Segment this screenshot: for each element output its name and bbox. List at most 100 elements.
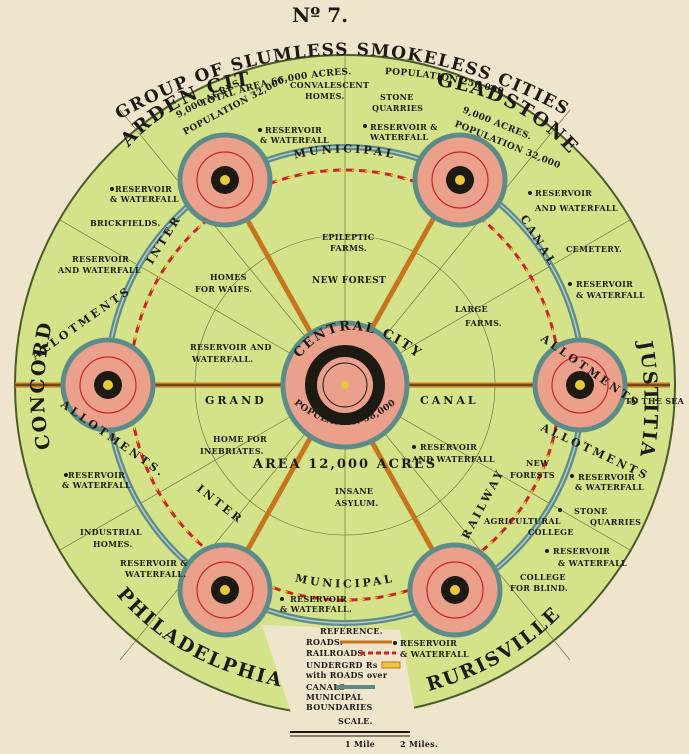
plate-number: Nº 7. <box>292 3 348 27</box>
legend-underground-swatch <box>381 661 401 669</box>
svg-text:RESERVOIR &WATERFALL: RESERVOIR &WATERFALL <box>369 122 438 142</box>
label-rw3-2: & WATERFALL <box>110 194 179 204</box>
label-rw6-2: & WATERFALL <box>576 290 645 300</box>
legend-underground-1: UNDERGRD Rs <box>306 660 378 670</box>
label-rw14-1: RESERVOIR <box>400 638 457 648</box>
label-rw12-2: & WATERFALL. <box>280 604 352 614</box>
label-rw10-2: & WATERFALL <box>575 482 644 492</box>
label-rw9-2: & WATERFALL <box>62 480 131 490</box>
canal-municipal-top: MUNICIPAL <box>293 142 398 161</box>
city-gladstone <box>412 132 508 228</box>
label-cemetery: CEMETERY. <box>566 244 622 254</box>
canal-municipal-bottom: MUNICIPAL <box>294 571 396 590</box>
label-epileptic-1: EPILEPTIC <box>322 232 374 242</box>
svg-text:RESERVOIR& WATERFALL: RESERVOIR& WATERFALL <box>576 279 645 300</box>
label-rw8-1: RESERVOIR <box>420 442 477 452</box>
svg-text:RESERVOIR& WATERFALL.: RESERVOIR& WATERFALL. <box>280 594 352 614</box>
legend-canals: CANALS <box>306 682 345 692</box>
label-inebriates-2: INEBRIATES. <box>200 446 264 456</box>
label-asylum-2: ASYLUM. <box>334 498 379 508</box>
label-rw6-1: RESERVOIR <box>576 279 633 289</box>
label-blind-1: COLLEGE <box>520 572 566 582</box>
label-rw14-2: & WATERFALL <box>400 649 469 659</box>
legend-railroads: RAILROADS. <box>306 648 366 658</box>
legend-scale: SCALE. <box>338 716 373 726</box>
label-rw9-1: RESERVOIR <box>68 470 125 480</box>
label-rw8-2: AND WATERFALL <box>411 454 495 464</box>
label-quarries-right-1: STONE <box>574 506 608 516</box>
label-rw3-1: RESERVOIR <box>115 184 172 194</box>
city-garden <box>177 132 273 228</box>
canal-grand: GRAND <box>205 394 267 407</box>
label-new-forests-2: FORESTS <box>510 470 555 480</box>
svg-text:RESERVOIR& WATERFALL: RESERVOIR& WATERFALL <box>110 184 179 204</box>
label-rw5-2: AND WATERFALL <box>57 265 141 275</box>
legend-underground-2: with ROADS over <box>305 670 388 680</box>
label-brickfields: BRICKFIELDS. <box>90 218 160 228</box>
city-concord <box>60 337 156 433</box>
label-new-forest: NEW FOREST <box>312 276 386 286</box>
label-quarries-right-2: QUARRIES <box>590 517 641 527</box>
svg-text:RESERVOIR& WATERFALL: RESERVOIR& WATERFALL <box>400 638 469 659</box>
label-rw7-2: WATERFALL. <box>191 354 253 364</box>
city-rurisville <box>407 542 503 638</box>
label-large-farms-1: LARGE <box>455 304 488 314</box>
label-rw2-2: WATERFALL <box>369 132 428 142</box>
label-new-forests-1: NEW <box>526 458 550 468</box>
label-asylum-1: INSANE <box>335 486 373 496</box>
label-rw2-1: RESERVOIR & <box>370 122 438 132</box>
label-epileptic-2: FARMS. <box>330 243 367 253</box>
label-rw12-1: RESERVOIR <box>290 594 347 604</box>
canal-canal: CANAL <box>420 394 479 407</box>
legend: REFERENCE. ROADS. RAILROADS. UNDERGRD Rs… <box>290 626 438 749</box>
label-rw1-1: RESERVOIR <box>265 125 322 135</box>
label-waifs-2: FOR WAIFS. <box>195 284 252 294</box>
label-rw1-2: & WATERFALL <box>260 135 329 145</box>
label-rw7-1: RESERVOIR AND <box>190 342 272 352</box>
label-agri-2: COLLEGE <box>528 527 574 537</box>
label-quarries-top-2: QUARRIES <box>372 103 423 113</box>
svg-text:RESERVOIR& WATERFALL: RESERVOIR& WATERFALL <box>553 546 627 568</box>
scale-mile2: 2 Miles. <box>400 739 438 749</box>
label-waifs-1: HOMES <box>210 272 247 282</box>
label-rw4-2: AND WATERFALL <box>534 203 618 213</box>
svg-text:RESERVOIR& WATERFALL: RESERVOIR& WATERFALL <box>575 472 644 492</box>
label-rw4-1: RESERVOIR <box>535 188 592 198</box>
label-agri-1: AGRICULTURAL <box>483 516 561 526</box>
city-justitia <box>532 337 628 433</box>
label-quarries-top-1: STONE <box>380 92 414 102</box>
legend-title: REFERENCE. <box>320 626 383 636</box>
reservoir-dots <box>64 124 574 645</box>
city-philadelphia <box>177 542 273 638</box>
label-rw10-1: RESERVOIR <box>578 472 635 482</box>
label-rw13-1: RESERVOIR <box>553 546 610 556</box>
legend-mun-2: BOUNDARIES <box>306 702 373 712</box>
label-industrial-1: INDUSTRIAL <box>80 527 142 537</box>
central-area: AREA 12,000 ACRES <box>252 457 437 472</box>
label-inebriates-1: HOME FOR <box>213 434 267 444</box>
svg-text:RESERVOIR& WATERFALL: RESERVOIR& WATERFALL <box>260 125 329 145</box>
scale-mile1: 1 Mile <box>345 739 375 749</box>
label-to-the-sea: TO THE SEA <box>625 396 685 406</box>
svg-text:RESERVOIR &WATERFALL.: RESERVOIR &WATERFALL. <box>120 558 188 579</box>
label-large-farms-2: FARMS. <box>465 318 502 328</box>
central-city <box>280 320 410 450</box>
